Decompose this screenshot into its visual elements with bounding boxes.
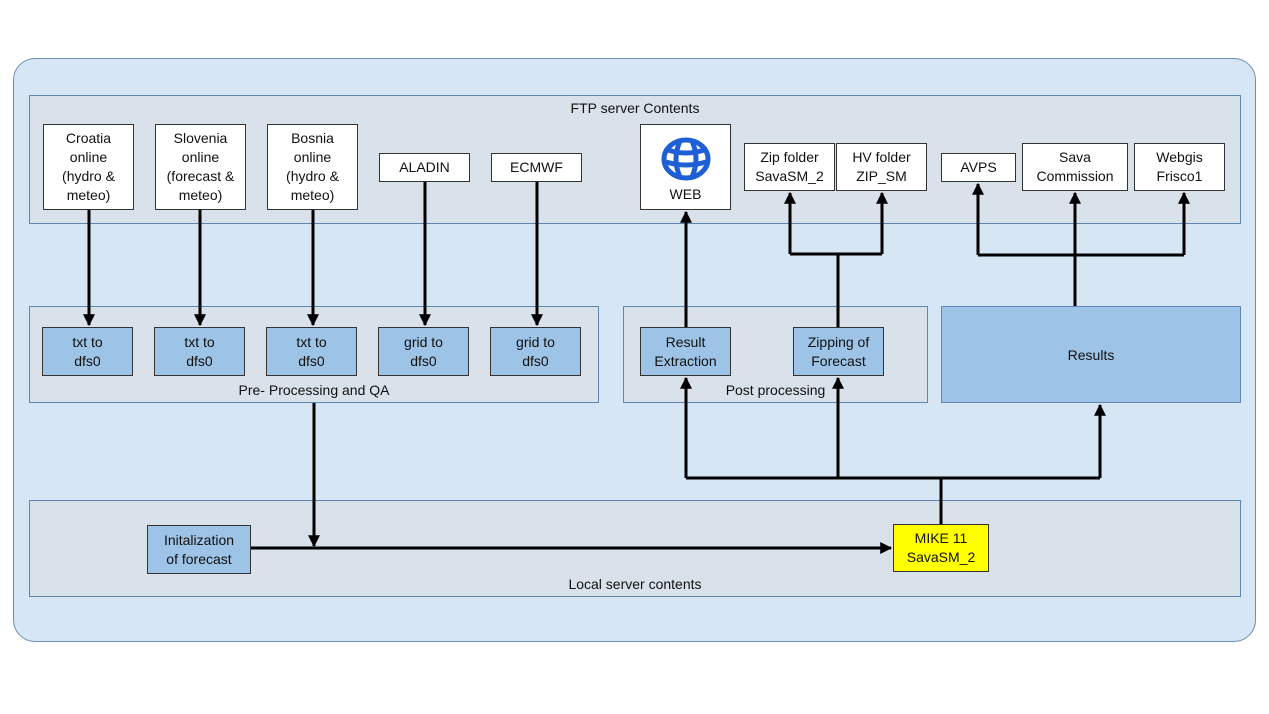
globe-icon [661, 137, 711, 181]
results-box: Results [941, 306, 1241, 403]
avps-box: AVPS [941, 153, 1016, 182]
web-label: WEB [669, 186, 702, 202]
postprocessing-label: Post processing [725, 382, 826, 398]
aladin-source-box: ALADIN [379, 153, 470, 182]
mike11-model-box: MIKE 11 SavaSM_2 [893, 524, 989, 572]
initialization-forecast-box: Initalization of forecast [147, 525, 251, 574]
ecmwf-source-box: ECMWF [491, 153, 582, 182]
slovenia-source-box: Slovenia online (forecast & meteo) [155, 124, 246, 210]
zip-folder-box: Zip folder SavaSM_2 [744, 143, 835, 191]
web-box: WEB [640, 124, 731, 210]
local-server-label: Local server contents [568, 576, 702, 592]
ftp-server-label: FTP server Contents [570, 100, 700, 116]
hv-folder-box: HV folder ZIP_SM [836, 143, 927, 191]
txt-to-dfs0-bosnia: txt to dfs0 [266, 327, 357, 376]
result-extraction-box: Result Extraction [640, 327, 731, 376]
croatia-source-box: Croatia online (hydro & meteo) [43, 124, 134, 210]
preprocessing-label: Pre- Processing and QA [238, 382, 390, 398]
zipping-forecast-box: Zipping of Forecast [793, 327, 884, 376]
txt-to-dfs0-croatia: txt to dfs0 [42, 327, 133, 376]
bosnia-source-box: Bosnia online (hydro & meteo) [267, 124, 358, 210]
sava-commission-box: Sava Commission [1022, 143, 1128, 191]
grid-to-dfs0-aladin: grid to dfs0 [378, 327, 469, 376]
grid-to-dfs0-ecmwf: grid to dfs0 [490, 327, 581, 376]
txt-to-dfs0-slovenia: txt to dfs0 [154, 327, 245, 376]
webgis-box: Webgis Frisco1 [1134, 143, 1225, 191]
